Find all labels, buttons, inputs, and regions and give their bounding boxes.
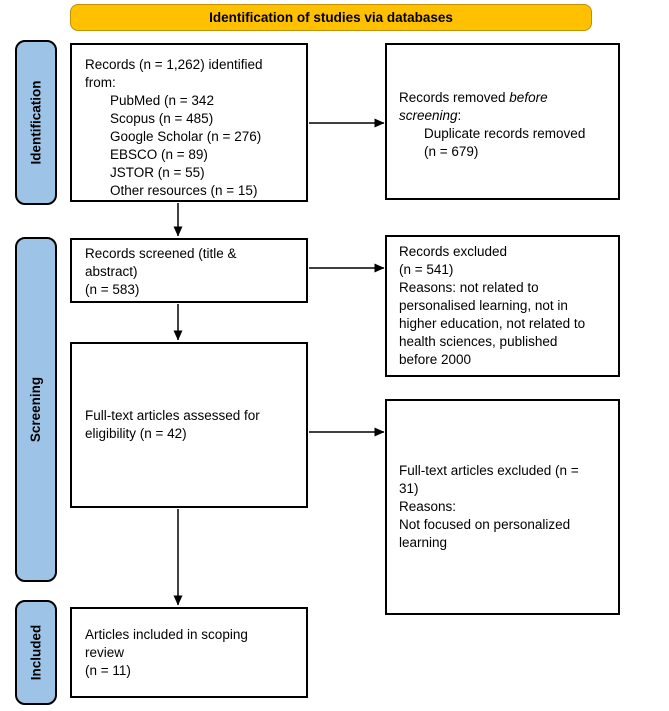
box-text-line: Articles included in scoping <box>85 626 248 642</box>
box-text-line: EBSCO (n = 89) <box>110 147 208 162</box>
box-text-line: Records excluded <box>399 244 508 259</box>
box-text-line: higher education, not related to <box>399 316 586 331</box>
stage-label-identification-text: Identification <box>28 80 44 165</box>
box-fulltext-excluded: Full-text articles excluded (n = 31) Reaso… <box>385 399 620 615</box>
banner-title: Identification of studies via databases <box>70 4 592 31</box>
box-text-line: Records removed before <box>399 89 548 105</box>
box-text-line: before 2000 <box>399 352 472 367</box>
box-text-line: health sciences, published <box>399 334 558 349</box>
box-text-line: Duplicate records removed <box>424 125 586 141</box>
box-text-line: Other resources (n = 15) <box>110 183 258 198</box>
box-text-line: review <box>85 644 125 660</box>
box-text-line: PubMed (n = 342 <box>110 93 214 108</box>
box-text-line: personalised learning, not in <box>399 298 568 313</box>
box-text-line: (n = 583) <box>85 282 140 297</box>
box-text-line: Google Scholar (n = 276) <box>110 129 262 144</box>
box-records-removed-before-screening: Records removed before screening: Duplicat… <box>385 43 620 200</box>
box-text-line: (n = 679) <box>424 143 479 159</box>
box-records-screened: Records screened (title & abstract) (n = 5… <box>70 238 308 303</box>
box-fulltext-assessed: Full-text articles assessed for eligibili… <box>70 342 308 508</box>
box-text-line: Reasons: <box>399 499 457 514</box>
stage-label-included: Included <box>15 600 57 705</box>
box-text-line: from: <box>85 75 116 90</box>
box-text-line: (n = 11) <box>85 662 131 678</box>
box-records-excluded: Records excluded (n = 541) Reasons: not re… <box>385 235 620 377</box>
stage-label-identification: Identification <box>15 40 57 205</box>
stage-label-screening-text: Screening <box>28 376 44 443</box>
box-text-line: Records screened (title & <box>85 246 237 261</box>
box-text-line: abstract) <box>85 264 138 279</box>
box-text-line: Full-text articles excluded (n = <box>399 463 579 478</box>
box-text-line: learning <box>399 535 448 550</box>
stage-label-screening: Screening <box>15 237 57 582</box>
box-text-line: eligibility (n = 42) <box>85 426 187 441</box>
box-text-line: 31) <box>399 481 419 496</box>
box-articles-included: Articles included in scoping review (n = 1… <box>70 607 308 698</box>
box-text-line: Records (n = 1,262) identified <box>85 57 263 72</box>
box-text-line: (n = 541) <box>399 262 454 277</box>
box-text-line: screening: <box>399 107 462 123</box>
stage-label-included-text: Included <box>28 624 44 681</box>
box-text-line: Full-text articles assessed for <box>85 408 260 423</box>
box-text-line: Scopus (n = 485) <box>110 111 214 126</box>
box-text-line: Reasons: not related to <box>399 280 539 295</box>
box-records-identified: Records (n = 1,262) identified from: PubMe… <box>70 43 308 202</box>
box-text-line: Not focused on personalized <box>399 517 571 532</box>
box-text-line: JSTOR (n = 55) <box>110 165 205 180</box>
